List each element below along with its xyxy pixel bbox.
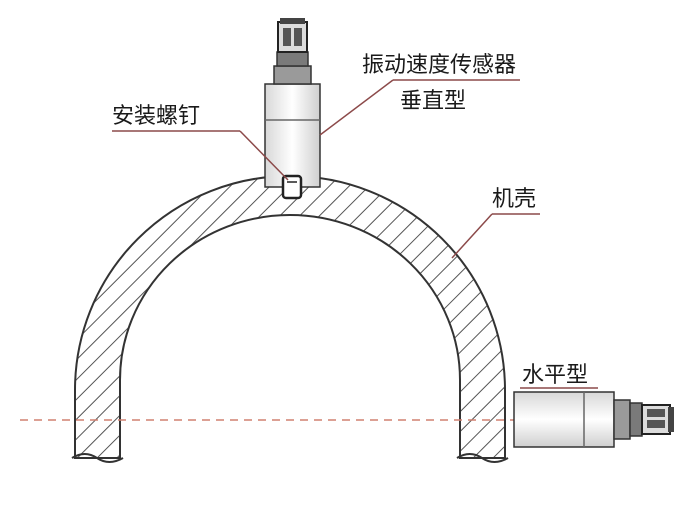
vertical-sensor: [264, 18, 321, 188]
leader-screw-diagonal: [239, 130, 289, 181]
label-screw: 安装螺钉: [112, 104, 200, 129]
label-casing: 机壳: [492, 187, 536, 212]
label-horizontal: 水平型: [522, 363, 588, 388]
break-line-left: [71, 453, 124, 463]
leader-sensor-diagonal: [319, 79, 394, 136]
break-line-right: [456, 453, 509, 463]
mounting-screw: [281, 174, 303, 200]
leader-casing-diagonal: [451, 213, 493, 259]
label-vertical: 垂直型: [400, 89, 466, 114]
horizontal-sensor: [513, 391, 674, 448]
casing-arch: [74, 175, 506, 459]
label-sensor: 振动速度传感器: [362, 53, 516, 78]
